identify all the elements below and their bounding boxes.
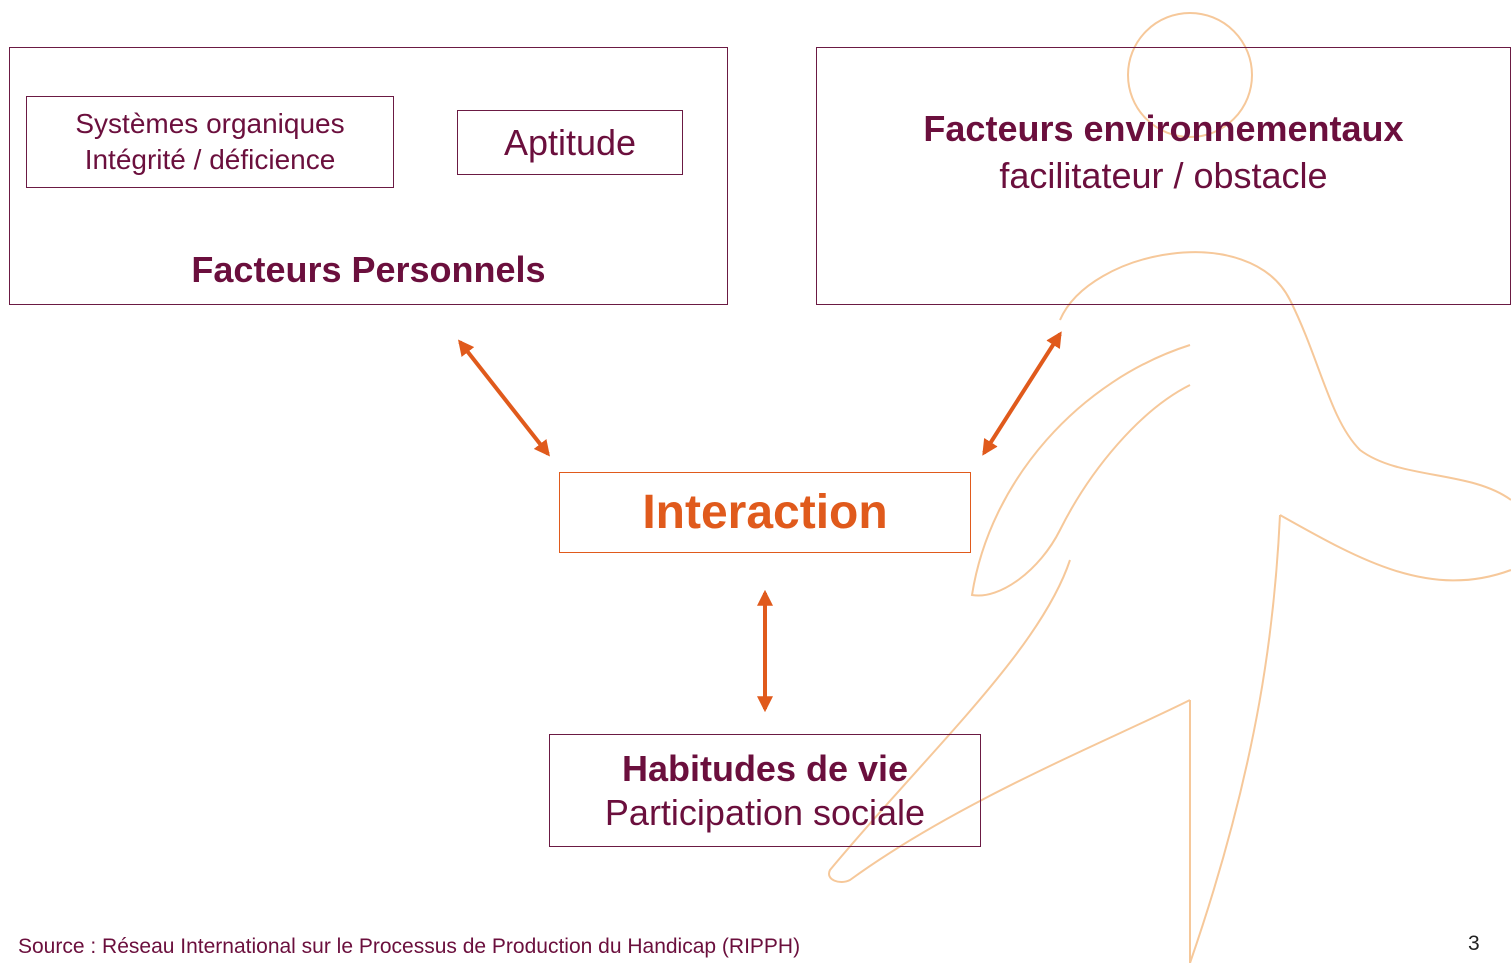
integrity-label: Intégrité / déficience	[84, 144, 336, 175]
figure-body-right	[1189, 514, 1281, 963]
personal-factors-box	[9, 47, 728, 305]
arrow-personal-interaction	[458, 339, 550, 457]
interaction-label: Interaction	[642, 486, 888, 539]
arrow-environment-interaction	[982, 331, 1062, 456]
figure-body-left	[970, 344, 1191, 597]
interaction-box: Interaction	[559, 472, 971, 553]
organic-systems-label: Systèmes organiques	[75, 108, 345, 139]
aptitude-box: Aptitude	[457, 110, 683, 175]
figure-leg-left	[828, 559, 1191, 883]
figure-arm-inner	[1279, 514, 1511, 582]
life-habits-box: Habitudes de vie Participation sociale	[549, 734, 981, 847]
organic-systems-box: Systèmes organiques Intégrité / déficien…	[26, 96, 394, 188]
figure-arm-outer	[1059, 251, 1511, 501]
aptitude-label: Aptitude	[503, 121, 637, 163]
life-habits-title: Habitudes de vie	[621, 747, 909, 789]
page-number: 3	[1468, 932, 1480, 955]
environmental-factors-title: Facteurs environnementaux	[923, 108, 1404, 149]
personal-factors-title: Facteurs Personnels	[191, 249, 546, 290]
figure-head	[1127, 12, 1253, 138]
source-caption: Source : Réseau International sur le Pro…	[18, 935, 801, 958]
environmental-factors-subtitle: facilitateur / obstacle	[999, 155, 1328, 196]
life-habits-subtitle: Participation sociale	[604, 791, 926, 833]
